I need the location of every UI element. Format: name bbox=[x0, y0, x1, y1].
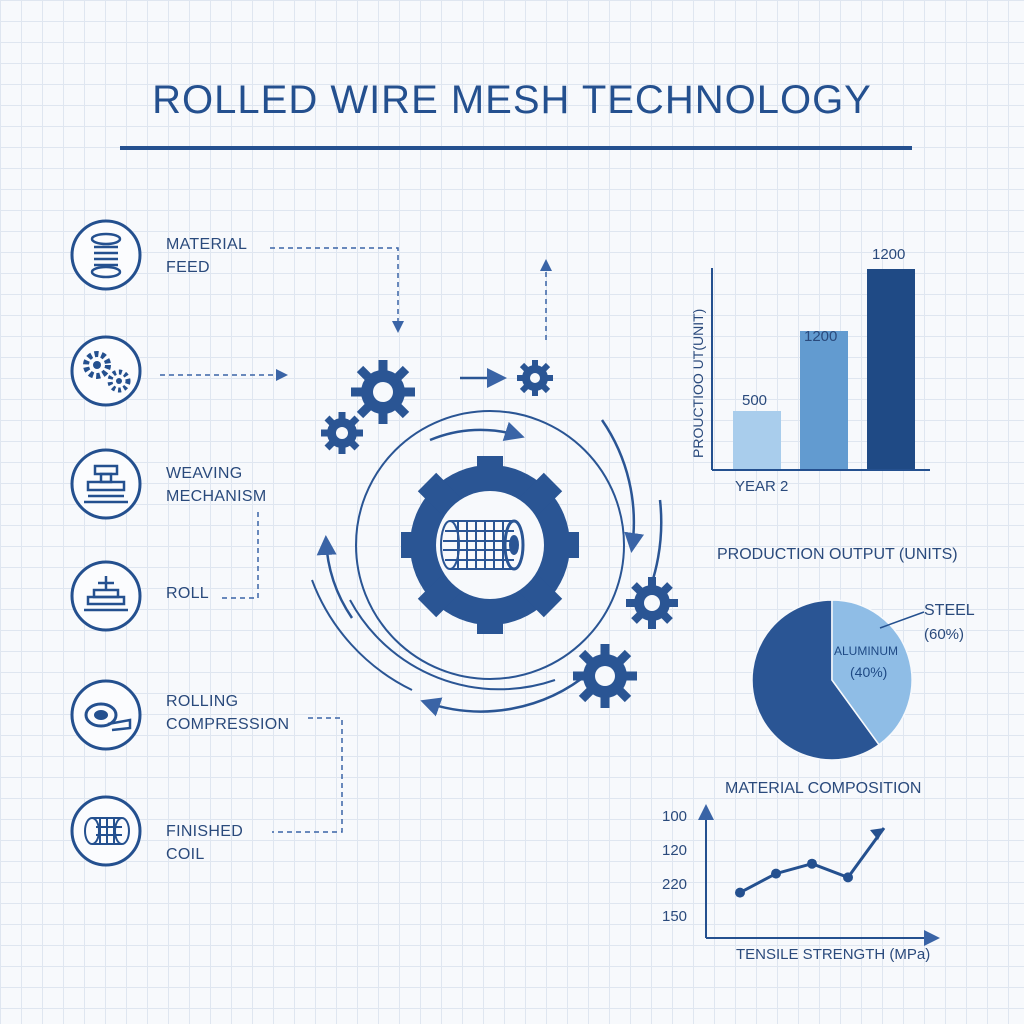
line-y-tick-1: 100 bbox=[662, 808, 688, 825]
dashed-connectors bbox=[160, 247, 552, 833]
step-label-rolling-compression: ROLLING COMPRESSION bbox=[166, 693, 290, 733]
pie-slice-aluminum bbox=[831, 599, 913, 746]
small-gear-5 bbox=[573, 644, 637, 708]
small-gear-4 bbox=[626, 577, 678, 629]
bar-chart bbox=[711, 268, 930, 471]
step-label-weaving-mechanism: WEAVING MECHANISM bbox=[166, 465, 267, 505]
line-arrowhead bbox=[870, 828, 884, 840]
step-icon-5 bbox=[70, 679, 142, 751]
line-point-2 bbox=[771, 868, 781, 879]
step-icon-1 bbox=[70, 219, 142, 291]
cycle-arcs bbox=[311, 368, 663, 717]
line-point-4 bbox=[843, 872, 853, 883]
bar-data-label-2: 1200 bbox=[804, 328, 838, 345]
bar-2 bbox=[800, 331, 848, 469]
main-gear bbox=[401, 456, 579, 634]
gears-icon bbox=[83, 351, 131, 393]
mesh-coil-icon bbox=[84, 817, 130, 845]
step-label-finished-coil: FINISHED COIL bbox=[166, 823, 244, 863]
step-label-roll: ROLL bbox=[166, 585, 209, 602]
pie-value-steel: (60%) bbox=[924, 626, 965, 643]
title-underline bbox=[120, 146, 912, 150]
pie-leader-line bbox=[879, 611, 925, 629]
bar-1 bbox=[733, 411, 781, 469]
page-title: ROLLED WIRE MESH TECHNOLOGY bbox=[152, 78, 872, 122]
bar-3 bbox=[867, 269, 915, 469]
line-chart-title: TENSILE STRENGTH (MPa) bbox=[736, 946, 931, 963]
roll-tape-icon bbox=[84, 702, 132, 732]
line-y-tick-3: 220 bbox=[662, 876, 688, 893]
loom-icon bbox=[84, 464, 128, 504]
press-icon bbox=[84, 576, 128, 612]
step-icon-2 bbox=[70, 335, 142, 407]
small-gear-3 bbox=[517, 360, 553, 396]
small-gear-1 bbox=[351, 360, 415, 424]
bar-data-label-1: 500 bbox=[742, 392, 768, 409]
bar-chart-title: PRODUCTION OUTPUT (UNITS) bbox=[717, 546, 958, 563]
pie-slice-steel bbox=[751, 599, 881, 761]
step-label-material-feed: MATERIAL FEED bbox=[166, 236, 248, 276]
small-gear-2 bbox=[321, 412, 363, 454]
step-icon-6 bbox=[70, 795, 142, 867]
pie-label-aluminum: ALUMINUM bbox=[834, 644, 899, 658]
pie-value-aluminum: (40%) bbox=[850, 664, 888, 680]
line-chart bbox=[698, 804, 940, 946]
pie-chart-title: MATERIAL COMPOSITION bbox=[725, 780, 922, 797]
step-icon-3 bbox=[70, 448, 142, 520]
step-icon-4 bbox=[70, 560, 142, 632]
wire-mesh-roll-icon bbox=[440, 519, 525, 571]
spool-icon bbox=[90, 232, 122, 279]
line-y-tick-2: 120 bbox=[662, 842, 688, 859]
pie-chart bbox=[751, 599, 925, 761]
line-y-tick-4: 150 bbox=[662, 908, 688, 925]
pie-label-steel: STEEL bbox=[924, 602, 975, 619]
bar-data-label-3: 1200 bbox=[872, 246, 906, 263]
bar-chart-ylabel: PROUCTIOO UT(UNIT) bbox=[690, 308, 706, 458]
line-point-3 bbox=[807, 858, 817, 869]
line-point-1 bbox=[735, 887, 745, 898]
bar-chart-xlabel: YEAR 2 bbox=[735, 478, 789, 495]
